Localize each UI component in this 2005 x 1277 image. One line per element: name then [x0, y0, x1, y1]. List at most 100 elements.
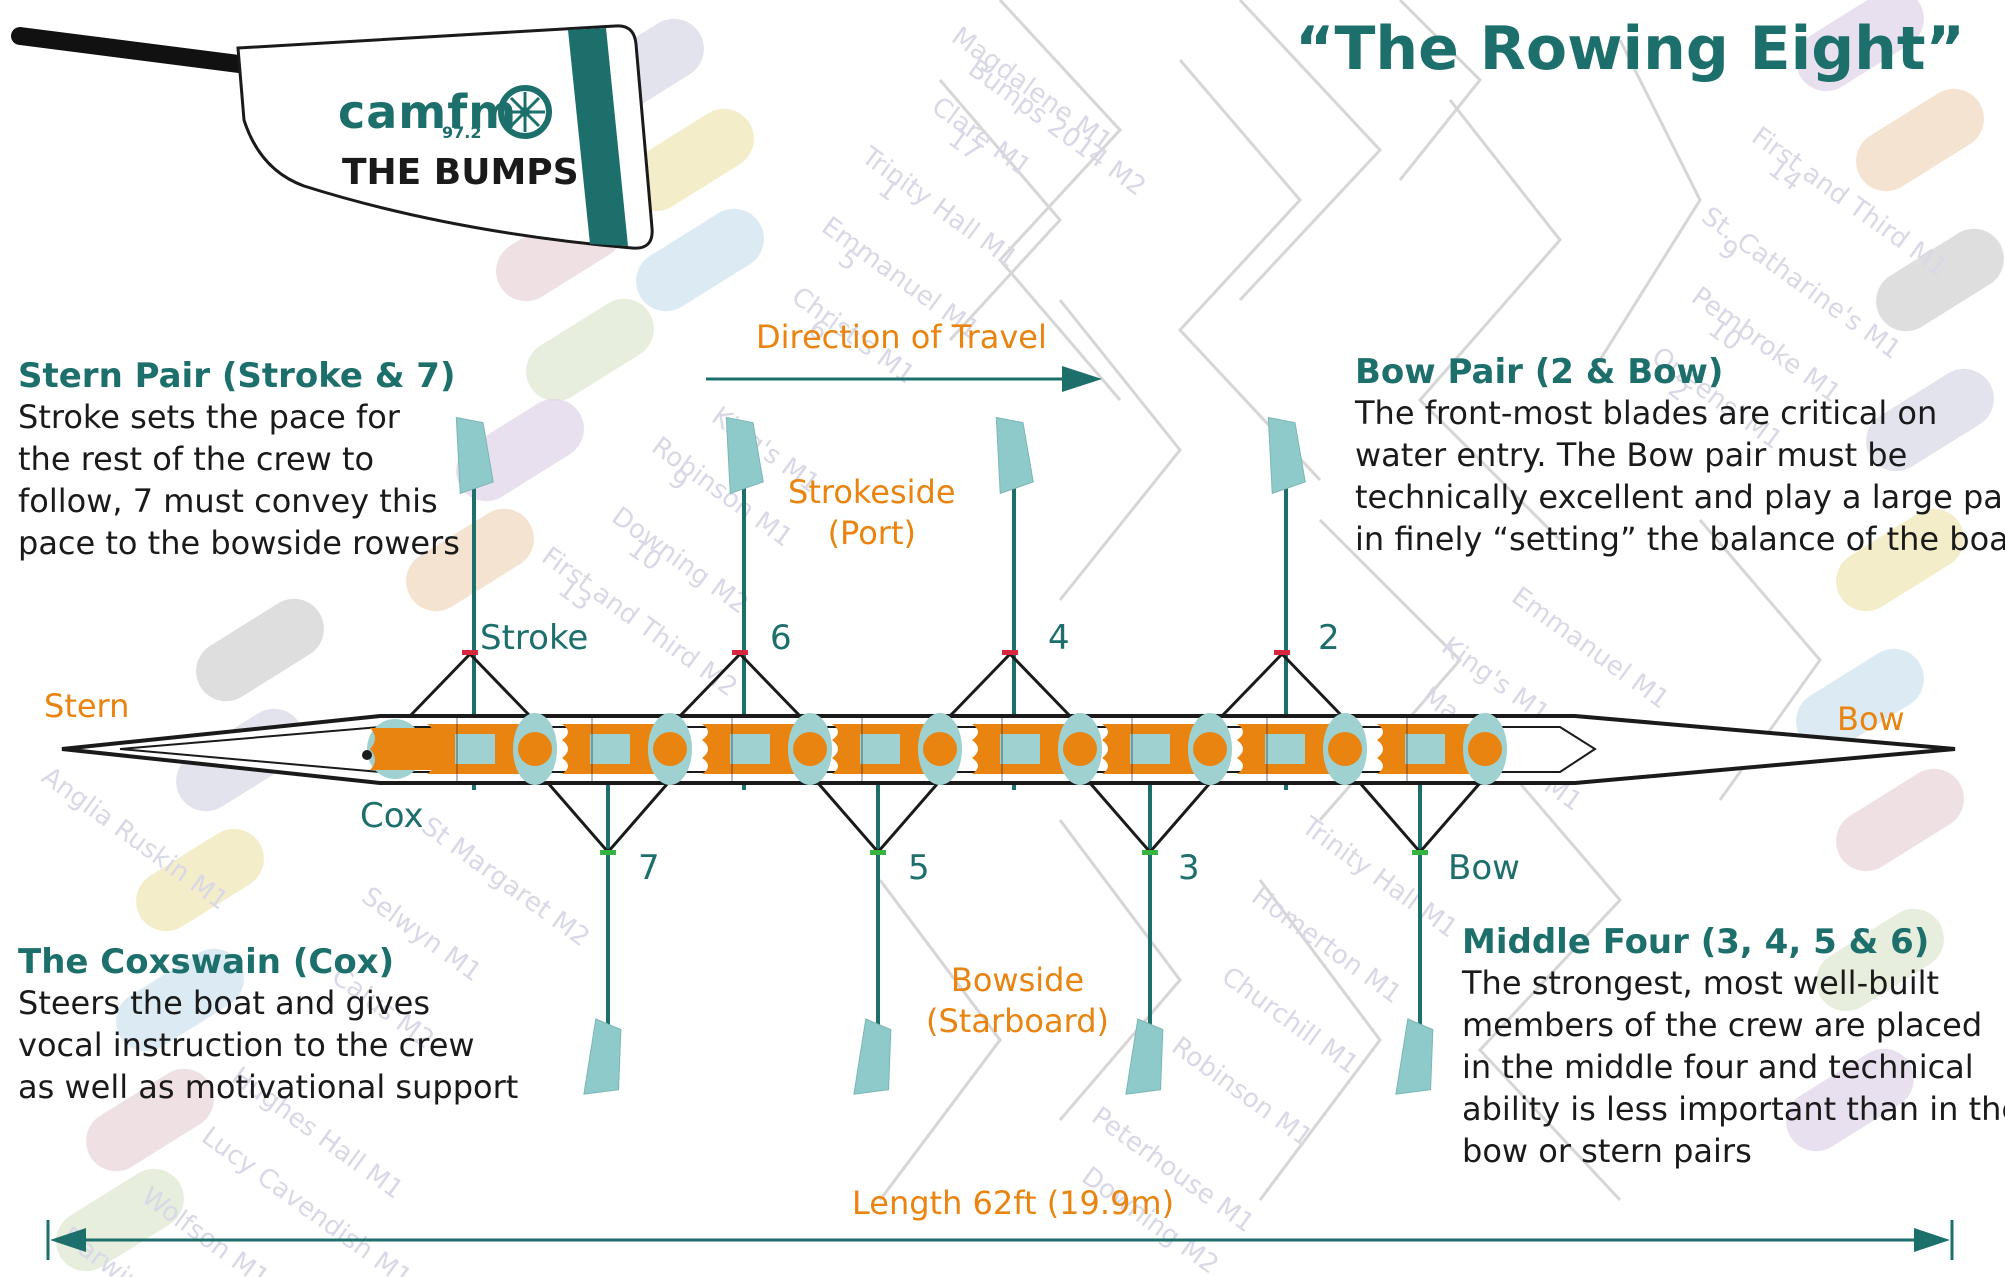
length-arrow-right-icon [1914, 1228, 1950, 1252]
ghost-blade [196, 598, 324, 702]
logo-caption: THE BUMPS [342, 152, 579, 193]
seat-label-6: 6 [770, 618, 792, 658]
coxswain-line: vocal instruction to the crew [18, 1026, 475, 1064]
rower-seat [860, 734, 900, 764]
logo-oar: camfm 97.2 THE BUMPS [11, 24, 654, 250]
bow-pair-line: water entry. The Bow pair must be [1355, 436, 1908, 474]
cox-head [384, 733, 416, 765]
rigger-strokeside [408, 651, 532, 718]
rigger-swivel [870, 850, 886, 855]
rower [562, 713, 692, 785]
stern-label: Stern [44, 687, 130, 725]
background-chart-line [1477, 759, 1623, 1202]
rower-head [793, 732, 827, 766]
bow-pair-note: Bow Pair (2 & Bow) The front-most blades… [1355, 352, 2005, 560]
seat-label-7: 7 [638, 848, 660, 888]
page-title: “The Rowing Eight” [1295, 14, 1965, 84]
rigger-strokeside [1220, 651, 1344, 718]
rower [702, 713, 832, 785]
ghost-blade [526, 298, 654, 402]
cox-rudder-icon [362, 750, 372, 760]
seat-label-stroke: Stroke [480, 618, 589, 658]
bow-pair-heading: Bow Pair (2 & Bow) [1355, 352, 1724, 392]
cox-figure [362, 719, 438, 779]
seat-label-3: 3 [1178, 848, 1200, 888]
seat-label-5: 5 [908, 848, 930, 888]
rigger-swivel [462, 650, 478, 655]
logo-blade [236, 24, 654, 250]
oar-blade-bowside [583, 1018, 622, 1095]
oar-blade-strokeside [1267, 416, 1306, 495]
ghost-blade [136, 828, 264, 932]
rower-head [1063, 732, 1097, 766]
rigger-swivel [732, 650, 748, 655]
rigger-swivel [1142, 850, 1158, 855]
logo-station: camfm [338, 85, 517, 139]
oar-shaft [11, 27, 279, 77]
ghost-blade [1856, 88, 1984, 192]
ghost-blade [116, 948, 244, 1052]
crew [362, 713, 1507, 785]
background-chart-line [1177, 59, 1322, 482]
ghost-blade [86, 1068, 214, 1172]
rower [1237, 713, 1367, 785]
seat-label-4: 4 [1048, 618, 1070, 658]
rower-head [1328, 732, 1362, 766]
middle-four-line: ability is less important than in the [1462, 1090, 2005, 1128]
stern-pair-heading: Stern Pair (Stroke & 7) [18, 356, 456, 396]
ghost-blade [636, 208, 764, 312]
length-measure [46, 1220, 1954, 1260]
rigger-strokeside [678, 651, 802, 718]
rower [972, 713, 1102, 785]
length-arrow-left-icon [50, 1228, 86, 1252]
seat-label-2: 2 [1318, 618, 1340, 658]
stern-pair-line: pace to the bowside rowers [18, 524, 460, 562]
rigger-swivel [1412, 850, 1428, 855]
middle-four-heading: Middle Four (3, 4, 5 & 6) [1462, 922, 1930, 962]
rigger-swivel [600, 850, 616, 855]
ghost-blade [1866, 368, 1994, 472]
rigger-swivel [1274, 650, 1290, 655]
stern-pair-note: Stern Pair (Stroke & 7) Stroke sets the … [18, 356, 460, 564]
camfm-logo: camfm 97.2 [338, 85, 552, 142]
ghost-blade [1876, 228, 2004, 332]
bowside-line: (Starboard) [926, 1002, 1109, 1040]
seat-label-bow: Bow [1448, 848, 1520, 888]
logo-frequency: 97.2 [442, 123, 481, 142]
rower-head [518, 732, 552, 766]
ghost-blade [1836, 508, 1964, 612]
strokeside-line: (Port) [827, 514, 916, 552]
bowside-line: Bowside [950, 961, 1085, 999]
ghost-blade [1786, 1048, 1914, 1152]
bowside-label: Bowside (Starboard) [926, 960, 1109, 1042]
rower [832, 713, 962, 785]
direction-arrow [706, 366, 1102, 392]
background-chart-line [878, 879, 1002, 1201]
middle-four-note: Middle Four (3, 4, 5 & 6) The strongest,… [1462, 922, 2005, 1172]
rower [1377, 713, 1507, 785]
rower-head [653, 732, 687, 766]
stern-pair-line: Stroke sets the pace for [18, 398, 400, 436]
background-chart-line [1398, 0, 1483, 181]
rower-head [1193, 732, 1227, 766]
rower-head [923, 732, 957, 766]
cox-label: Cox [360, 796, 424, 836]
oar-blade-strokeside [455, 416, 494, 495]
bow-pair-line: The front-most blades are critical on [1355, 394, 1938, 432]
length-label: Length 62ft (19.9m) [852, 1184, 1175, 1222]
oar-blade-strokeside [995, 416, 1034, 495]
coxswain-line: Steers the boat and gives [18, 984, 431, 1022]
riggers [408, 650, 1482, 855]
rower-seat [590, 734, 630, 764]
ghost-blade [1836, 768, 1964, 872]
background-chart-line [1258, 879, 1382, 1201]
bow-pair-line: technically excellent and play a large p… [1355, 478, 2005, 516]
rigger-swivel [1002, 650, 1018, 655]
ghost-blade [1816, 908, 1944, 1012]
rigger-strokeside [948, 651, 1072, 718]
direction-arrowhead-icon [1062, 366, 1102, 392]
ghost-blade [1796, 648, 1924, 752]
background-chart-line [1238, 0, 1383, 302]
bow-end-label: Bow [1837, 700, 1905, 738]
middle-four-line: in the middle four and technical [1462, 1048, 1974, 1086]
